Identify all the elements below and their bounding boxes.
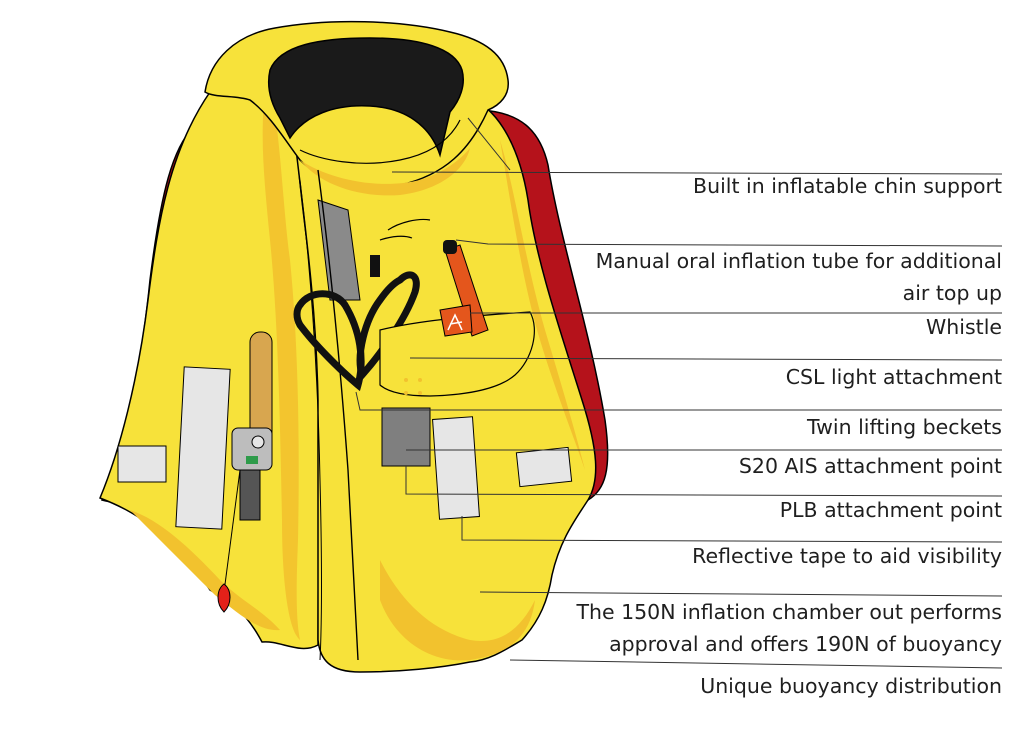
leader-reflective-tape [461, 516, 1003, 543]
tape-left-small [117, 445, 167, 483]
leader-inflation-chamber [479, 591, 1003, 597]
leader-buoyancy-distribution [509, 659, 1003, 669]
tape-left-tall [175, 366, 231, 530]
leader-chin-support-2 [467, 117, 511, 171]
inner-grey-strap [317, 199, 361, 301]
label-line: Built in inflatable chin support [693, 174, 1002, 198]
leader-chin-support [391, 171, 1003, 175]
firing-head-indicator [246, 456, 258, 464]
label-line: CSL light attachment [785, 365, 1002, 389]
label-line: approval and offers 190N of buoyancy [609, 632, 1002, 656]
whistle-mark [447, 313, 463, 331]
label-line: air top up [902, 281, 1002, 305]
collar-black-neck [268, 37, 464, 158]
right-panel-shade [500, 140, 585, 470]
chin-mark-2 [379, 235, 413, 241]
strap-tag [370, 255, 380, 277]
label-ais-attachment: S20 AIS attachment point [739, 450, 1002, 482]
front-zip-line-2 [299, 179, 322, 661]
lifting-becket-left [293, 290, 365, 392]
label-line: S20 AIS attachment point [738, 454, 1002, 478]
label-lifting-beckets: Twin lifting beckets [807, 411, 1002, 443]
label-line: Unique buoyancy distribution [700, 674, 1002, 698]
label-whistle: Whistle [926, 311, 1002, 343]
firing-head-knob [251, 435, 265, 449]
chin-mark [387, 218, 431, 231]
left-hem-shade [130, 510, 280, 631]
leader-plb-attachment [405, 466, 1003, 497]
label-line: Manual oral inflation tube for additiona… [595, 249, 1002, 273]
label-oral-inflation-tube: Manual oral inflation tube for additiona… [596, 245, 1002, 309]
tube-mouthpiece [443, 240, 457, 254]
pull-cord-line [223, 469, 241, 593]
front-zip-line [317, 169, 359, 661]
label-line: Reflective tape to aid visibility [692, 544, 1002, 568]
pull-toggle [217, 583, 231, 613]
csl-dot-3 [404, 391, 408, 395]
collar-inner-fold [299, 119, 461, 164]
left-panel-shade [262, 80, 300, 640]
csl-dot-4 [418, 391, 422, 395]
leader-oral-inflation-tube [455, 239, 1003, 247]
label-reflective-tape: Reflective tape to aid visibility [692, 540, 1002, 572]
csl-dot-1 [404, 378, 408, 382]
label-inflation-chamber: The 150N inflation chamber out performs … [576, 596, 1002, 660]
label-line: Twin lifting beckets [807, 415, 1002, 439]
collar-shade [300, 148, 470, 196]
ais-pocket [381, 407, 431, 467]
cylinder-cord [239, 469, 261, 521]
right-hem-shade [380, 560, 535, 661]
label-csl-light: CSL light attachment [786, 361, 1002, 393]
csl-dot-2 [418, 378, 422, 382]
label-line: PLB attachment point [779, 498, 1002, 522]
label-chin-support: Built in inflatable chin support [693, 170, 1002, 202]
label-line: Whistle [926, 315, 1002, 339]
label-buoyancy-distribution: Unique buoyancy distribution [700, 670, 1002, 702]
label-line: The 150N inflation chamber out performs [576, 600, 1002, 624]
label-plb-attachment: PLB attachment point [780, 494, 1002, 526]
leader-lifting-beckets [355, 391, 1002, 411]
lifting-becket-right [356, 271, 420, 382]
leader-csl-light [409, 357, 1003, 361]
